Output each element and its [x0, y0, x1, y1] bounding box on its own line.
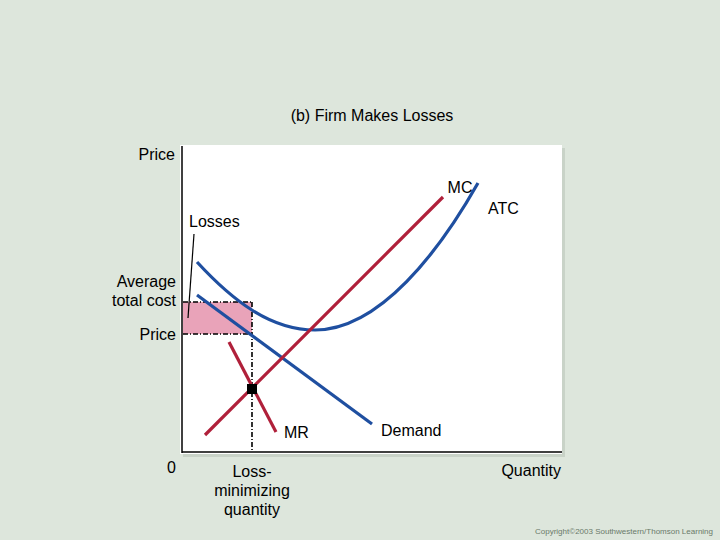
axis-tick: 0 — [167, 458, 176, 477]
curve-label: ATC — [488, 199, 519, 218]
axis-label: Loss-minimizing quantity — [202, 462, 302, 520]
chart-title: (b) Firm Makes Losses — [291, 106, 454, 125]
axis-label: Price — [140, 325, 176, 344]
demand-curve — [197, 295, 372, 424]
copyright-note: Copyright©2003 Southwestern/Thomson Lear… — [535, 527, 713, 537]
curve-label: MC — [448, 178, 473, 197]
intersection-point — [247, 384, 257, 394]
curve-label: MR — [284, 423, 309, 442]
axis-label: Price — [139, 145, 175, 164]
y-axis — [181, 146, 183, 453]
price-guide — [183, 333, 252, 335]
leader-line — [188, 234, 194, 318]
curve-label: Demand — [381, 421, 441, 440]
axis-label: Quantity — [501, 461, 561, 480]
area-label: Losses — [189, 212, 240, 231]
x-axis — [182, 451, 562, 453]
mr-curve — [229, 342, 276, 432]
axis-label: Average total cost — [94, 272, 176, 310]
plot-panel — [180, 145, 562, 454]
quantity-guide — [251, 302, 253, 452]
mc-curve — [205, 197, 443, 435]
